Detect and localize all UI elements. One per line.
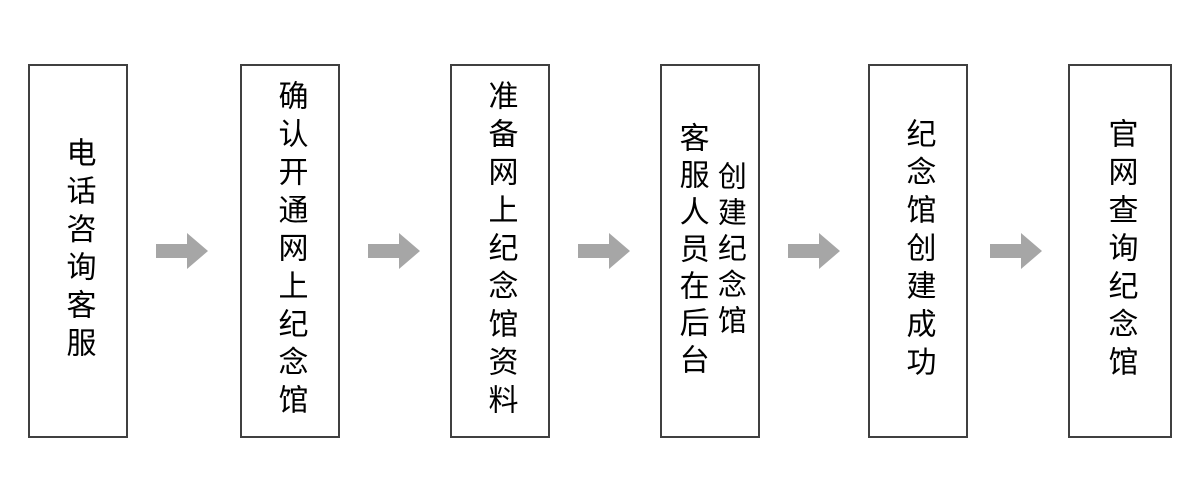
process-node-4-label-secondary: 客服人员在后台 xyxy=(673,121,709,381)
connector-arrow-5 xyxy=(990,233,1042,269)
connector-arrow-2 xyxy=(368,233,420,269)
process-node-4-label-primary: 创建纪念馆 xyxy=(713,161,748,341)
process-node-3[interactable]: 准备网上纪念馆资料 xyxy=(450,64,550,438)
process-node-2-label: 确认开通网上纪念馆 xyxy=(272,80,308,422)
connector-arrow-1 xyxy=(156,233,208,269)
process-node-1[interactable]: 电话咨询客服 xyxy=(28,64,128,438)
process-node-6[interactable]: 官网查询纪念馆 xyxy=(1068,64,1172,438)
process-node-2[interactable]: 确认开通网上纪念馆 xyxy=(240,64,340,438)
process-node-5-label: 纪念馆创建成功 xyxy=(900,118,936,384)
connector-arrow-3 xyxy=(578,233,630,269)
process-node-4[interactable]: 创建纪念馆 客服人员在后台 xyxy=(660,64,760,438)
process-node-1-label: 电话咨询客服 xyxy=(60,137,96,365)
connector-arrow-4 xyxy=(788,233,840,269)
process-node-5[interactable]: 纪念馆创建成功 xyxy=(868,64,968,438)
process-node-6-label: 官网查询纪念馆 xyxy=(1102,118,1138,384)
process-node-3-label: 准备网上纪念馆资料 xyxy=(482,80,518,422)
